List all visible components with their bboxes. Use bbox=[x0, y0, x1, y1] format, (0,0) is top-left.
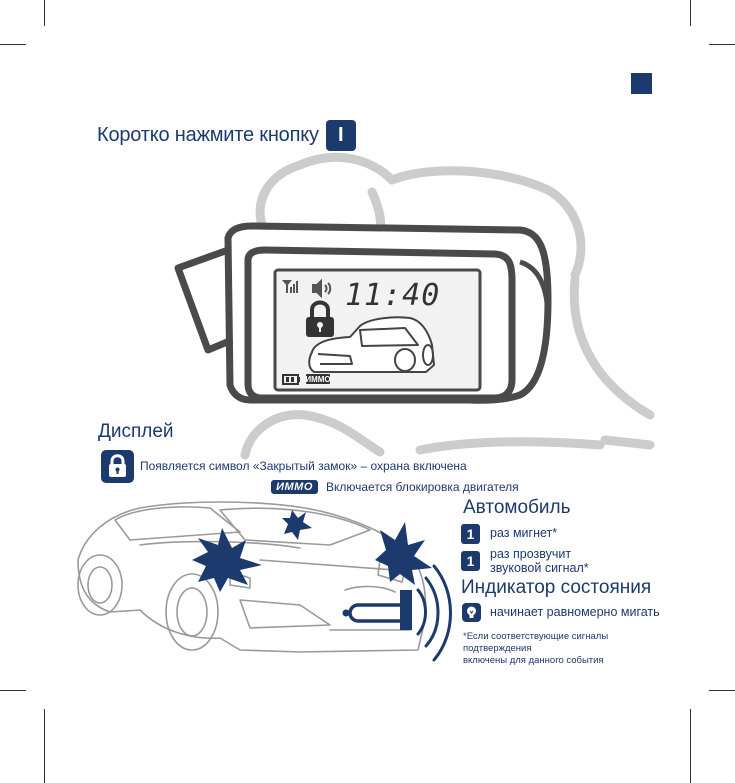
signal-icon bbox=[282, 280, 298, 293]
footnote: *Если соответствующие сигналы подтвержде… bbox=[463, 631, 663, 667]
crop-mark bbox=[709, 690, 735, 691]
instruction-row: Коротко нажмите кнопку I bbox=[97, 120, 356, 151]
immo-badge: ИММО bbox=[271, 480, 318, 494]
sound-text-line1: раз прозвучит bbox=[490, 547, 572, 561]
siren-icon bbox=[342, 590, 412, 630]
bulb-icon bbox=[467, 606, 476, 618]
lock-icon bbox=[109, 454, 126, 477]
sound-waves-icon bbox=[416, 564, 452, 662]
button-i-badge: I bbox=[325, 120, 356, 151]
section-marker bbox=[631, 73, 652, 94]
immo-description: Включается блокировка двигателя bbox=[326, 480, 519, 494]
blink-count-badge: 1 bbox=[461, 524, 480, 544]
crop-mark bbox=[0, 690, 26, 691]
indicator-text: начинает равномерно мигать bbox=[490, 605, 660, 619]
sound-text-line2: звуковой сигнал* bbox=[490, 561, 589, 575]
instruction-heading: Коротко нажмите кнопку bbox=[97, 124, 319, 146]
crop-mark bbox=[0, 44, 26, 45]
speaker-icon bbox=[312, 278, 332, 299]
crop-mark bbox=[44, 0, 45, 26]
crop-mark bbox=[690, 709, 691, 783]
lcd-time: 11:40 bbox=[345, 278, 440, 313]
car-sketch bbox=[77, 501, 427, 653]
lock-tile bbox=[101, 450, 134, 483]
lcd-immo-label: ИММО bbox=[305, 375, 330, 384]
indicator-title: Индикатор состояния bbox=[461, 577, 652, 598]
lcd-immo-box bbox=[306, 374, 330, 384]
lock-description: Появляется символ «Закрытый замок» – охр… bbox=[140, 459, 467, 473]
crop-mark bbox=[690, 0, 691, 26]
battery-icon bbox=[282, 374, 300, 385]
display-title: Дисплей bbox=[98, 421, 174, 442]
crop-mark bbox=[44, 709, 45, 783]
indicator-tile bbox=[462, 603, 481, 622]
crop-mark bbox=[709, 44, 735, 45]
blink-text: раз мигнет* bbox=[490, 526, 558, 540]
hand-sketch bbox=[240, 152, 655, 460]
footnote-line1: *Если соответствующие сигналы подтвержде… bbox=[463, 631, 609, 654]
footnote-line2: включены для данного события bbox=[463, 655, 604, 666]
lcd-car-icon bbox=[308, 316, 435, 373]
sound-count-badge: 1 bbox=[461, 551, 480, 571]
car-title: Автомобиль bbox=[463, 497, 571, 518]
lcd-lock-icon bbox=[306, 300, 334, 337]
flash-burst-icon bbox=[192, 510, 432, 592]
